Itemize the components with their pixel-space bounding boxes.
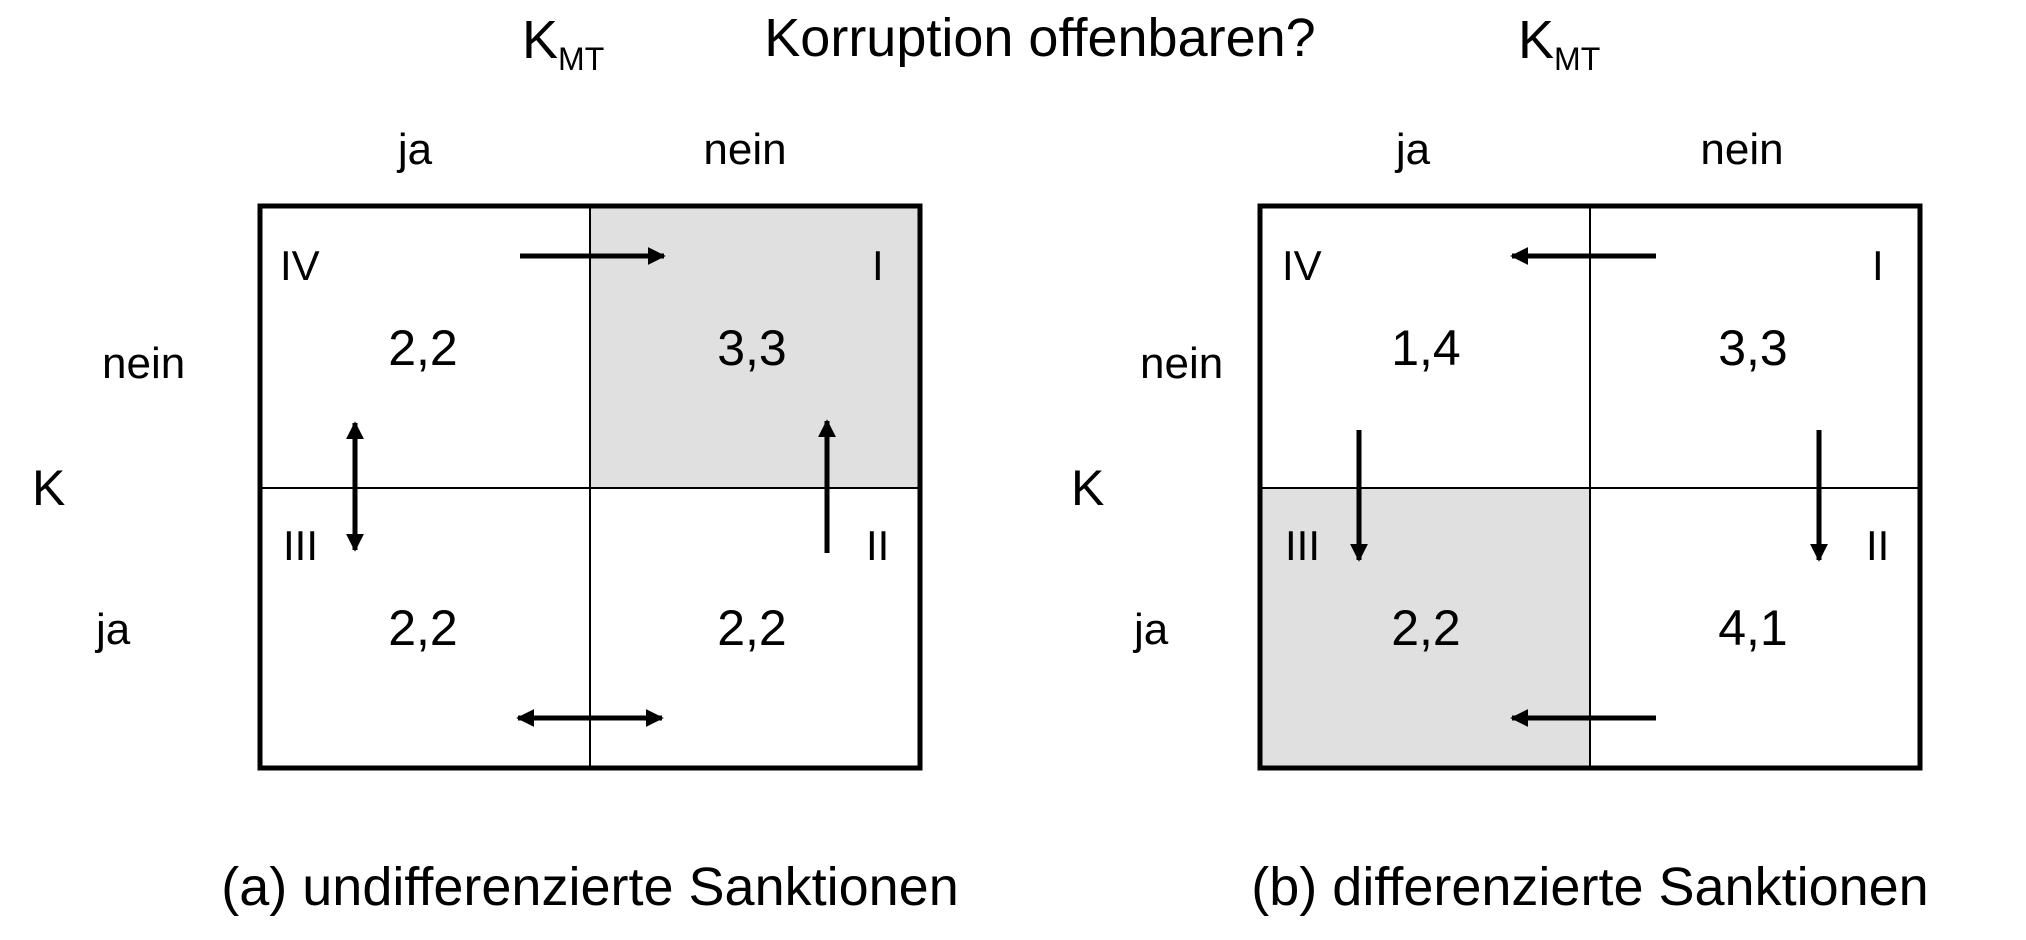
matrix-b-col-label-nein: nein — [1700, 125, 1783, 174]
matrix-b-row-label-ja: ja — [1132, 605, 1169, 654]
diagram-title: Korruption offenbaren? — [764, 8, 1315, 68]
matrix-a-row-label-nein: nein — [102, 339, 185, 388]
column-player-main-a: K — [522, 10, 558, 70]
matrix-a: ja nein K nein ja IV I III II 2,2 3,3 2,… — [32, 125, 959, 917]
matrix-b-row-player: K — [1071, 460, 1104, 516]
column-player-main-b: K — [1518, 10, 1554, 70]
matrix-a-caption: (a) undifferenzierte Sanktionen — [221, 857, 958, 917]
matrix-a-col-label-ja: ja — [396, 125, 433, 174]
matrix-a-payoff-III: 2,2 — [388, 600, 458, 656]
matrix-a-quadrant-II: II — [866, 522, 889, 569]
matrix-b-payoff-I: 3,3 — [1718, 320, 1788, 376]
matrix-a-row-label-ja: ja — [94, 605, 131, 654]
column-player-sub-a: MT — [558, 41, 604, 77]
matrix-b-payoff-III: 2,2 — [1391, 600, 1461, 656]
column-player-label-a: KMT — [522, 10, 604, 77]
matrix-b-payoff-IV: 1,4 — [1391, 320, 1461, 376]
matrix-b-payoff-II: 4,1 — [1718, 600, 1788, 656]
matrix-b-quadrant-I: I — [1872, 242, 1884, 289]
matrix-b-col-label-ja: ja — [1394, 125, 1431, 174]
matrix-a-highlight — [590, 206, 920, 488]
matrix-a-col-label-nein: nein — [703, 125, 786, 174]
matrix-a-row-player: K — [32, 460, 65, 516]
matrix-b-row-label-nein: nein — [1140, 339, 1223, 388]
matrix-b-highlight — [1260, 488, 1590, 768]
matrix-a-quadrant-I: I — [872, 242, 884, 289]
matrix-a-quadrant-IV: IV — [280, 242, 320, 289]
matrix-a-payoff-I: 3,3 — [717, 320, 787, 376]
matrix-b-quadrant-III: III — [1285, 522, 1320, 569]
matrix-b: ja nein K nein ja IV I III II 1,4 3,3 2,… — [1071, 125, 1929, 917]
matrix-a-payoff-IV: 2,2 — [388, 320, 458, 376]
matrix-a-payoff-II: 2,2 — [717, 600, 787, 656]
column-player-label-b: KMT — [1518, 10, 1600, 77]
column-player-sub-b: MT — [1554, 41, 1600, 77]
matrix-a-quadrant-III: III — [283, 522, 318, 569]
matrix-b-caption: (b) differenzierte Sanktionen — [1251, 857, 1928, 917]
matrix-b-quadrant-II: II — [1866, 522, 1889, 569]
matrix-b-quadrant-IV: IV — [1282, 242, 1322, 289]
